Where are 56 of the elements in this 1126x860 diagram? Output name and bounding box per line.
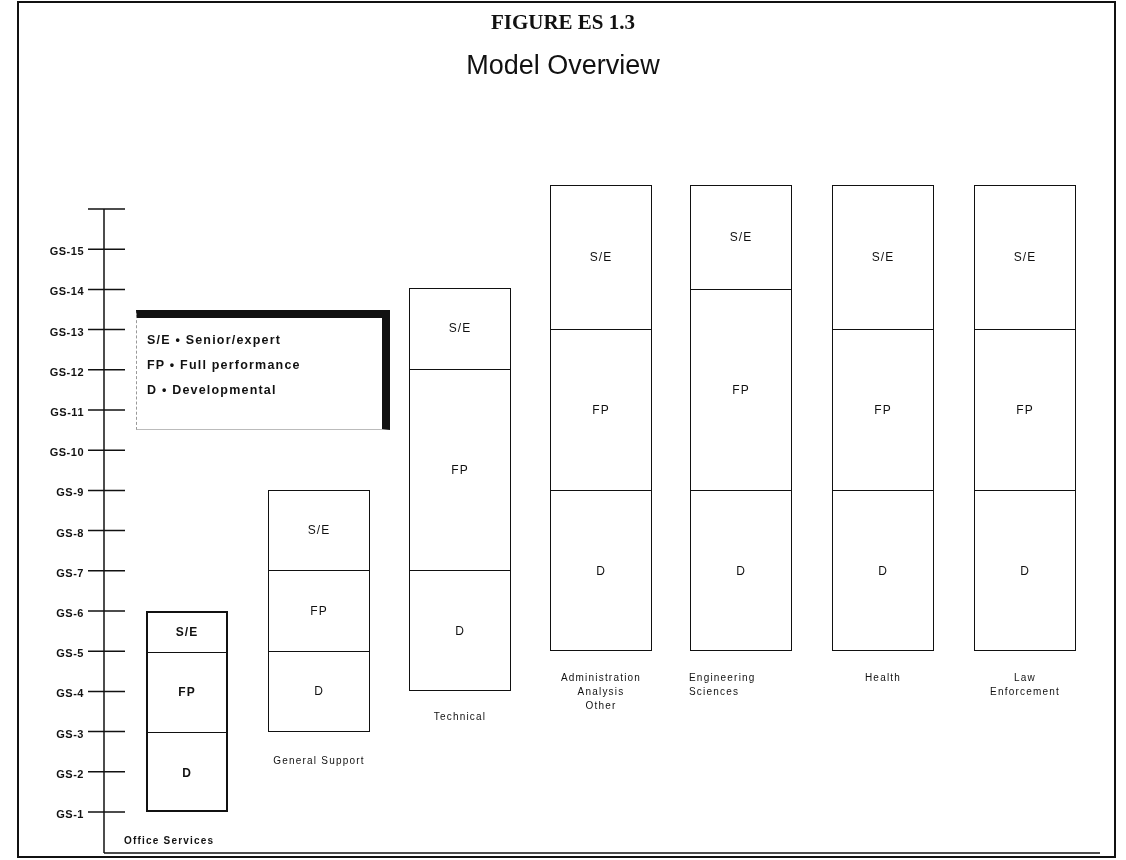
diagram-title: Model Overview — [465, 50, 661, 81]
axis-label: GS-5 — [55, 647, 84, 660]
column-label: Health — [864, 671, 902, 685]
band-label: D — [736, 563, 746, 578]
band-label: S/E — [448, 321, 472, 336]
axis-label: GS-9 — [55, 486, 84, 499]
column-label: Engineering Sciences — [689, 671, 756, 699]
axis-label: GS-14 — [48, 285, 84, 298]
band-label: D — [455, 624, 465, 639]
band-label: FP — [451, 463, 469, 478]
figure-number: FIGURE ES 1.3 — [489, 10, 637, 35]
band-label: FP — [874, 403, 892, 417]
column-label: General Support — [273, 754, 365, 768]
band-label: S/E — [307, 523, 331, 538]
band-label: D — [182, 765, 192, 780]
band-label: D — [596, 563, 606, 578]
band-label: S/E — [589, 249, 613, 264]
column-label: Administration Analysis Other — [560, 671, 642, 713]
axis-label: GS-12 — [48, 365, 84, 378]
axis-label: GS-13 — [48, 325, 84, 338]
career-column — [832, 184, 934, 652]
career-column — [550, 184, 652, 652]
axis-label: GS-2 — [55, 767, 84, 780]
key-entry: D • Developmental — [147, 382, 278, 399]
axis-label: GS-8 — [55, 526, 84, 539]
career-column — [268, 490, 370, 732]
band-label: FP — [1016, 403, 1034, 417]
band-label: D — [1020, 563, 1030, 578]
key-entry: FP • Full performance — [147, 357, 302, 374]
axis-label: GS-10 — [48, 446, 84, 459]
axis-label: GS-15 — [48, 245, 84, 258]
band-label: S/E — [871, 249, 895, 264]
career-column — [690, 184, 792, 652]
band-label: S/E — [1013, 249, 1037, 264]
career-column — [974, 184, 1076, 652]
axis-label: GS-4 — [55, 687, 84, 700]
band-label: S/E — [729, 229, 753, 244]
column-label: Office Services — [124, 834, 215, 848]
band-label: D — [878, 563, 888, 578]
band-label: D — [314, 684, 324, 699]
career-column — [146, 611, 228, 812]
band-label: FP — [310, 603, 328, 618]
axis-label: GS-3 — [55, 727, 84, 740]
band-label: FP — [178, 685, 196, 700]
axis-label: GS-1 — [55, 808, 84, 820]
band-label: FP — [732, 382, 750, 397]
career-column — [409, 288, 511, 692]
band-label: S/E — [175, 624, 199, 639]
axis-label: GS-7 — [55, 566, 84, 579]
column-label: Technical — [433, 710, 487, 724]
band-label: FP — [592, 403, 610, 417]
axis-label: GS-6 — [55, 607, 84, 619]
column-label: Law Enforcement — [990, 671, 1060, 699]
key-panel — [136, 310, 390, 430]
key-entry: S/E • Senior/expert — [147, 332, 283, 349]
axis-label: GS-11 — [49, 406, 84, 418]
